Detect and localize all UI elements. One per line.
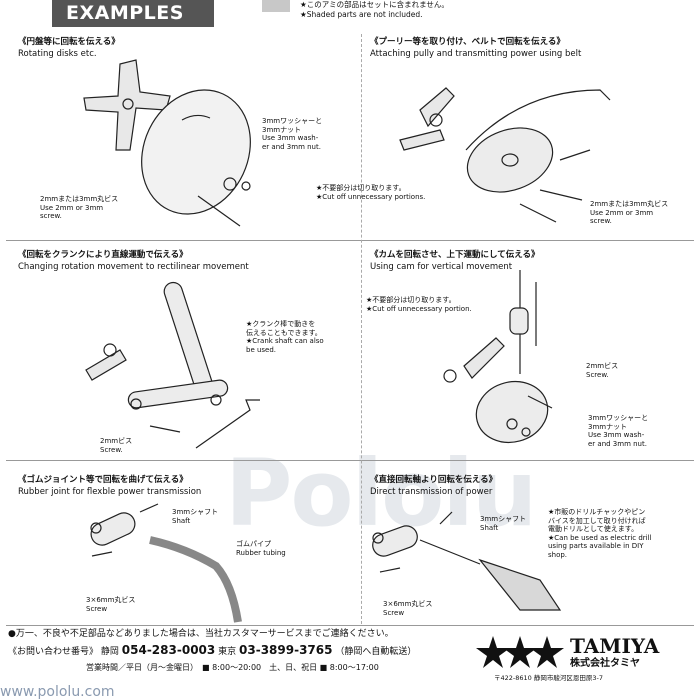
s2-pulley-hub [501,153,519,167]
s4-screw-label: 2mmビス Screw. [586,362,619,379]
s2-screw-2 [519,203,557,223]
s2-pulley [466,127,554,193]
s1-title-jp: 《円盤等に回転を伝える》 [18,37,120,47]
s5-coupler [90,512,136,546]
divider-row-3 [6,625,694,626]
s1-title-en: Rotating disks etc. [18,49,97,59]
s3-servo-horn [85,343,127,381]
tokyo-label: 東京 [218,647,237,657]
shizuoka-phone[interactable]: 054-283-0003 [121,643,216,657]
footer-hours: 営業時間／平日（月〜金曜日） ■ 8:00〜20:00 土、日、祝日 ■ 8:0… [86,663,379,672]
shizuoka-label: 静岡 [100,647,119,657]
s3-crank-label: ★クランク棒で動きを 伝えることもできます。 ★Crank shaft can … [246,320,324,354]
note-en: ★Shaded parts are not included. [300,10,423,19]
s1-servo-horn [83,59,171,151]
s6-screw [379,567,401,573]
s3-crank-shaft [195,399,260,449]
s5-title-jp: 《ゴムジョイント等で回転を曲げて伝える》 [18,475,188,485]
divider-row-1 [6,240,694,241]
s5-title-en: Rubber joint for flexble power transmiss… [18,487,202,497]
contact-label: 《お問い合わせ番号》 [8,647,99,657]
s6-screw-top [439,511,453,525]
s4-title-en: Using cam for vertical movement [370,262,513,272]
footer-contact-row: 《お問い合わせ番号》 静岡 054-283-0003 東京 03-3899-37… [8,644,416,658]
s2-belt [465,89,611,151]
s6-drill-label: ★市販のドリルチャックやピン バイスを加工して取り付ければ 電動ドリルとして使え… [548,508,652,559]
tokyo-note: （静岡へ自動転送） [335,647,417,657]
s3-title-en: Changing rotation movement to rectilinea… [18,262,249,272]
s5-shaft-label: 3mmシャフト Shaft [172,508,219,525]
s5-tube-label: ゴムパイプ Rubber tubing [236,540,286,557]
s5-screw-bottom [91,551,113,557]
s1-disk [141,89,251,215]
s6-title-en: Direct transmission of power [370,487,493,497]
company-address: 〒422-8610 静岡市駿河区恩田原3-7 [494,674,603,682]
s1-screw [197,195,241,227]
s4-collar [509,307,529,335]
s3-screw [149,425,181,433]
note-jp: ★このアミの部品はセットに含まれません。 [300,0,449,9]
s6-shaft [419,539,481,565]
s4-nut [521,427,531,437]
s3-title-jp: 《回転をクランクにより直線運動で伝える》 [18,250,188,260]
s3-screw-label: 2mmビス Screw. [100,437,133,454]
shaded-swatch [262,0,290,12]
s2-title-jp: 《プーリー等を取り付け、ベルトで回転を伝える》 [370,37,565,47]
company-name: 株式会社タミヤ [570,658,640,669]
divider-column [361,34,362,624]
s4-washer [506,418,518,430]
watermark: Pololu [225,440,537,547]
s6-screw-label: 3×6mm丸ビス Screw [383,600,433,617]
divider-row-2 [6,460,694,461]
s2-title-en: Attaching pully and transmitting power u… [370,49,582,59]
s1-rotation-arrow [181,114,211,121]
s5-rubber-tube [149,536,242,623]
s1-washer [223,177,237,191]
s2-screw-label: 2mmまたは3mm丸ビス Use 2mm or 3mm screw. [590,200,669,225]
section-header: EXAMPLES [52,0,214,27]
footer-notice: ●万一、不良や不足部品などありました場合は、当社カスタマーサービスまでご連絡くだ… [8,629,394,639]
s6-shaft-label: 3mmシャフト Shaft [480,515,527,532]
s4-screw [527,395,553,409]
s3-crank-arm [127,281,229,410]
tokyo-phone[interactable]: 03-3899-3765 [239,643,333,657]
s2-servo-arm [399,87,455,151]
s6-title-jp: 《直接回転軸より回転を伝える》 [370,475,498,485]
s2-belt-lower [559,149,591,161]
s4-washer-label: 3mmワッシャーと 3mmナット Use 3mm wash- er and 3m… [588,414,649,448]
s5-screw-label: 3×6mm丸ビス Screw [86,596,136,613]
s1-washer-label: 3mmワッシャーと 3mmナット Use 3mm wash- er and 3m… [262,117,323,151]
s6-coupler [372,525,418,557]
s2-screw [539,189,583,201]
s4-cam [475,380,549,444]
s1-screw-label: 2mmまたは3mm丸ビス Use 2mm or 3mm screw. [40,195,119,220]
tamiya-star-logo [476,636,564,668]
s4-title-jp: 《カムを回転させ、上下運動にして伝える》 [370,250,540,260]
brand-name: TAMIYA [570,634,660,658]
s4-servo-arm [443,337,505,383]
s1-nut [241,181,251,191]
s2-cut-label: ★不要部分は切り取ります。 ★Cut off unnecessary porti… [316,184,426,201]
s6-drill-chuck [478,558,562,611]
s4-cut-label: ★不要部分は切り取ります。 ★Cut off unnecessary porti… [366,296,472,313]
s5-screw-top [139,503,159,513]
source-url[interactable]: www.pololu.com [0,684,115,700]
